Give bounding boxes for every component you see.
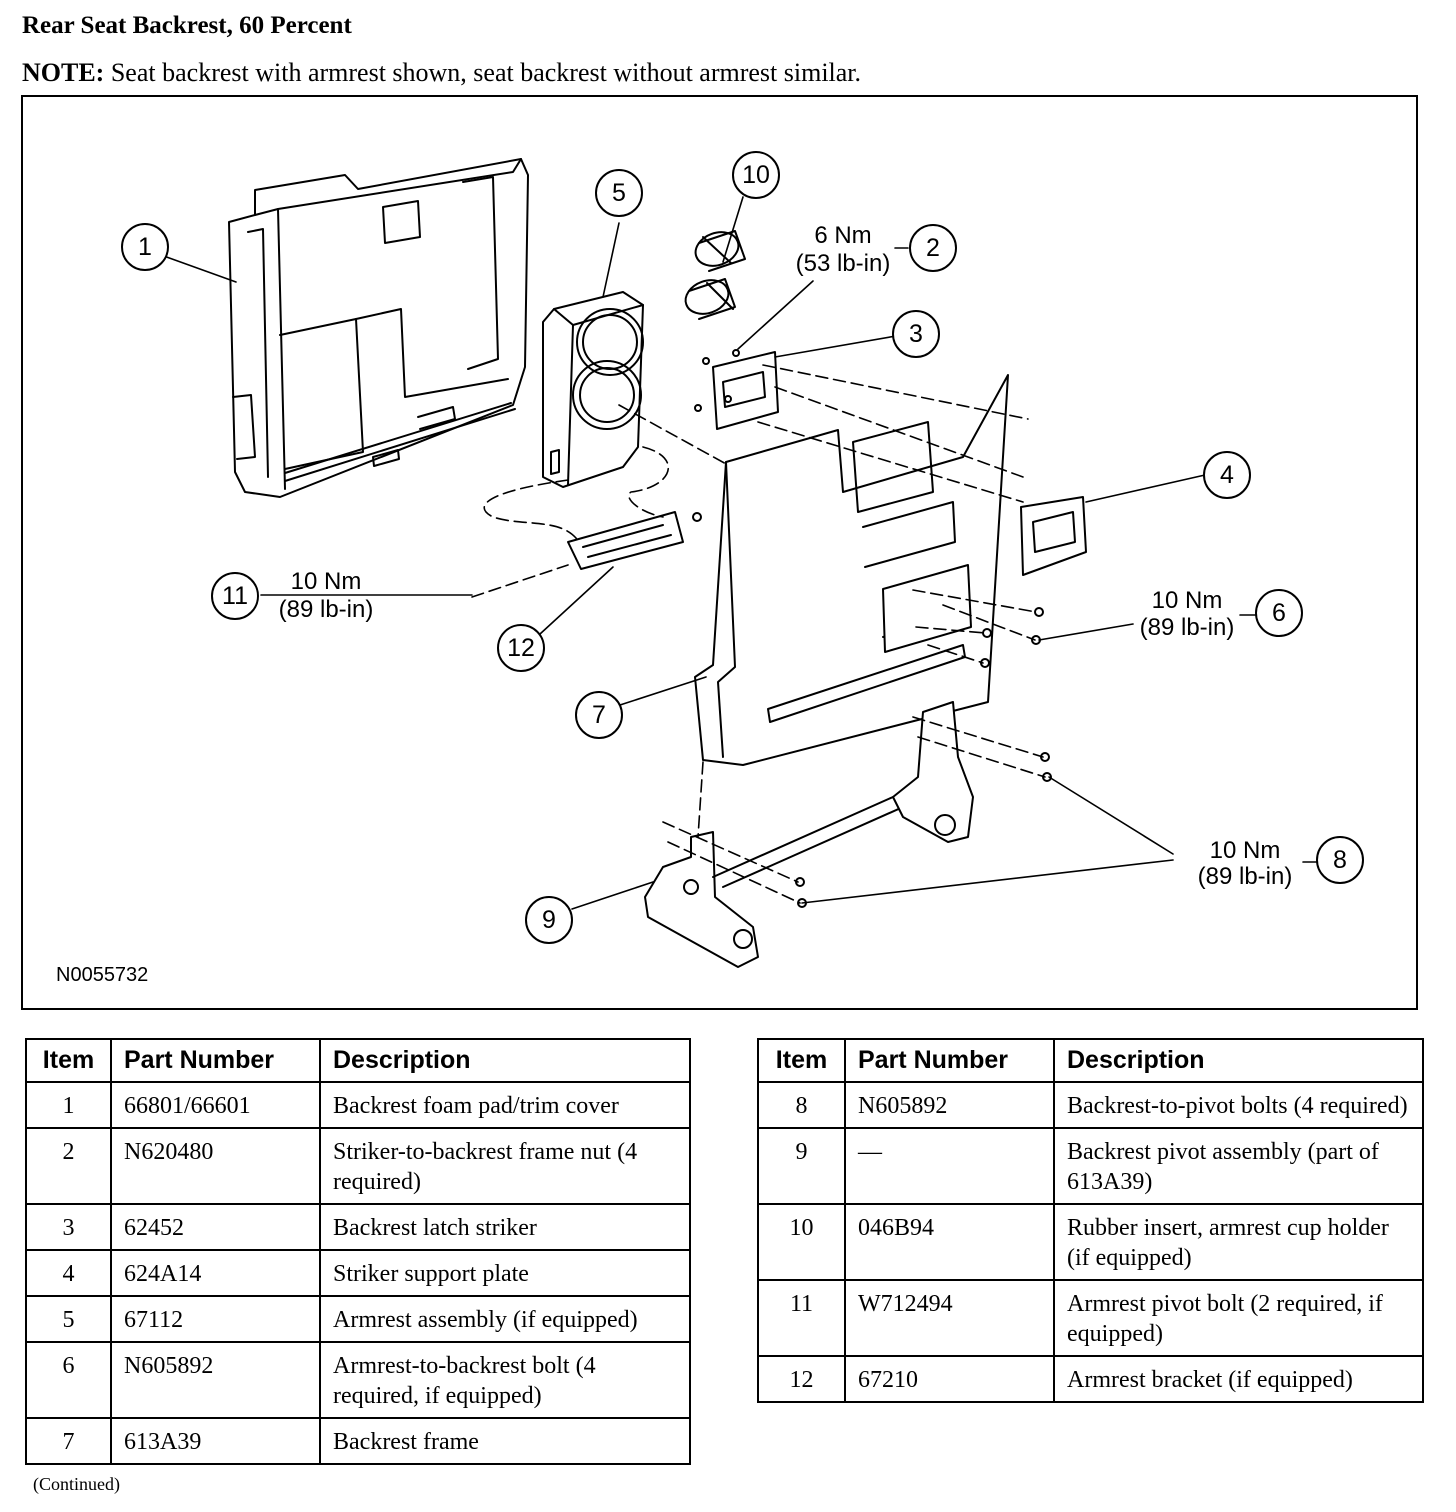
- page-title: Rear Seat Backrest, 60 Percent: [22, 12, 352, 39]
- backrest-pad-drawing: [228, 158, 529, 498]
- latch-striker-drawing: [694, 349, 779, 430]
- item-number: 2: [25, 1127, 112, 1205]
- part-description: Backrest-to-pivot bolts (4 required): [1053, 1081, 1424, 1129]
- part-description: Armrest pivot bolt (2 required, if equip…: [1053, 1279, 1424, 1357]
- header-description: Description: [1053, 1038, 1424, 1083]
- torque-2-lbin: (53 lb-in): [796, 250, 891, 277]
- part-number: 613A39: [110, 1417, 321, 1465]
- item-number: 5: [25, 1295, 112, 1343]
- torque-specs: 6 Nm (53 lb-in) 10 Nm (89 lb-in) 10 Nm (…: [279, 222, 1293, 890]
- note: NOTE: Seat backrest with armrest shown, …: [22, 58, 861, 88]
- part-description: Backrest foam pad/trim cover: [319, 1081, 691, 1129]
- part-description: Striker-to-backrest frame nut (4 require…: [319, 1127, 691, 1205]
- callout-circles: [121, 151, 1364, 944]
- item-number: 1: [25, 1081, 112, 1129]
- part-description: Backrest latch striker: [319, 1203, 691, 1251]
- header-part-number: Part Number: [844, 1038, 1055, 1083]
- callout-11: 11: [222, 582, 248, 610]
- torque-6-lbin: (89 lb-in): [1140, 614, 1235, 641]
- part-number: 624A14: [110, 1249, 321, 1297]
- part-number: N605892: [110, 1341, 321, 1419]
- header-item: Item: [757, 1038, 846, 1083]
- note-text: Seat backrest with armrest shown, seat b…: [110, 58, 862, 87]
- header-part-number: Part Number: [110, 1038, 321, 1083]
- part-number: N620480: [110, 1127, 321, 1205]
- item-number: 6: [25, 1341, 112, 1419]
- callout-1: 1: [138, 233, 152, 261]
- item-number: 3: [25, 1203, 112, 1251]
- item-number: 7: [25, 1417, 112, 1465]
- item-number: 8: [757, 1081, 846, 1129]
- continued-label: (Continued): [33, 1474, 120, 1494]
- diagram-drawing: 1 2 3 4 5 6 7 8 9 10 11 12 6 Nm (53 lb-i…: [56, 151, 1364, 986]
- cup-insert-drawing: [684, 230, 746, 320]
- callout-5: 5: [612, 179, 626, 207]
- item-number: 9: [757, 1127, 846, 1205]
- torque-2-nm: 6 Nm: [814, 222, 871, 249]
- callout-10: 10: [742, 161, 770, 189]
- header-description: Description: [319, 1038, 691, 1083]
- callout-12: 12: [507, 634, 535, 662]
- item-number: 11: [757, 1279, 846, 1357]
- item-number: 10: [757, 1203, 846, 1281]
- callout-4: 4: [1220, 461, 1234, 489]
- note-label: NOTE:: [22, 58, 105, 87]
- part-number: 62452: [110, 1203, 321, 1251]
- part-number: —: [844, 1127, 1055, 1205]
- callout-6: 6: [1272, 599, 1286, 627]
- header-item: Item: [25, 1038, 112, 1083]
- part-number: N605892: [844, 1081, 1055, 1129]
- item-number: 4: [25, 1249, 112, 1297]
- part-description: Armrest-to-backrest bolt (4 required, if…: [319, 1341, 691, 1419]
- part-description: Armrest assembly (if equipped): [319, 1295, 691, 1343]
- part-number: 67210: [844, 1355, 1055, 1403]
- exploded-diagram: 1 2 3 4 5 6 7 8 9 10 11 12 6 Nm (53 lb-i…: [21, 95, 1418, 1010]
- torque-8-nm: 10 Nm: [1210, 837, 1281, 864]
- torque-11-lbin: (89 lb-in): [279, 596, 374, 623]
- table-row: 9—Backrest pivot assembly (part of 613A3…: [757, 1127, 1424, 1205]
- table-header-row: Item Part Number Description: [757, 1038, 1424, 1083]
- armrest-bolt-plate-drawing: [882, 564, 1044, 668]
- part-description: Striker support plate: [319, 1249, 691, 1297]
- figure-id: N0055732: [56, 964, 148, 986]
- part-description: Backrest frame: [319, 1417, 691, 1465]
- part-number: 046B94: [844, 1203, 1055, 1281]
- part-description: Armrest bracket (if equipped): [1053, 1355, 1424, 1403]
- part-description: Rubber insert, armrest cup holder (if eq…: [1053, 1203, 1424, 1281]
- table-header-row: Item Part Number Description: [25, 1038, 691, 1083]
- callout-3: 3: [909, 320, 923, 348]
- torque-6-nm: 10 Nm: [1152, 587, 1223, 614]
- part-number: W712494: [844, 1279, 1055, 1357]
- callout-9: 9: [542, 906, 556, 934]
- callout-8: 8: [1333, 846, 1347, 874]
- leader-lines: [160, 196, 1318, 910]
- callout-2: 2: [926, 234, 940, 262]
- callout-7: 7: [592, 701, 606, 729]
- armrest-drawing: [542, 291, 644, 488]
- alignment-lines: [471, 364, 1046, 904]
- torque-8-lbin: (89 lb-in): [1198, 863, 1293, 890]
- part-description: Backrest pivot assembly (part of 613A39): [1053, 1127, 1424, 1205]
- item-number: 12: [757, 1355, 846, 1403]
- torque-11-nm: 10 Nm: [291, 568, 362, 595]
- armrest-bracket-drawing: [567, 511, 702, 570]
- part-number: 66801/66601: [110, 1081, 321, 1129]
- part-number: 67112: [110, 1295, 321, 1343]
- support-plate-drawing: [1020, 496, 1087, 576]
